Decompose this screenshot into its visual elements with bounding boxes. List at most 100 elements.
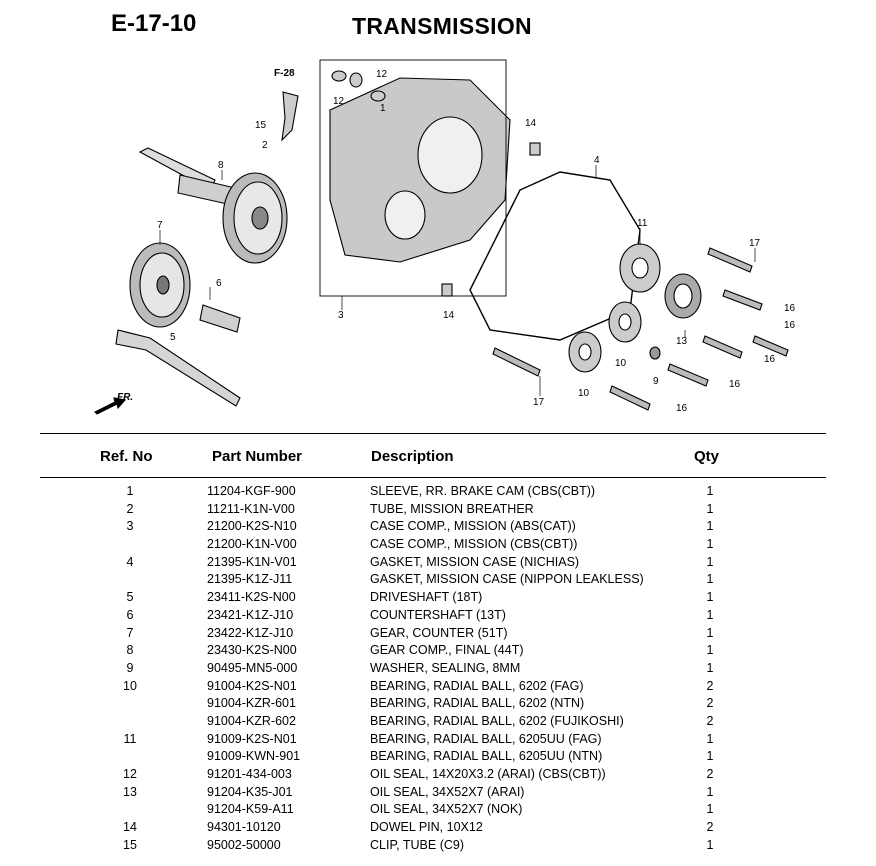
- part-number-cell: 21395-K1Z-J11: [207, 572, 293, 587]
- qty-cell: 1: [706, 660, 714, 675]
- description-cell: GEAR, COUNTER (51T): [370, 625, 508, 640]
- svg-text:12: 12: [333, 96, 345, 107]
- svg-text:12: 12: [376, 69, 388, 80]
- description-cell: CASE COMP., MISSION (CBS(CBT)): [370, 537, 578, 552]
- part-number-cell: 91204-K59-A11: [207, 802, 294, 817]
- ref-cell: 7: [126, 625, 134, 640]
- description-cell: GEAR COMP., FINAL (44T): [370, 643, 524, 658]
- svg-text:1: 1: [380, 103, 386, 114]
- table-row: 3 21200-K2S-N10 CASE COMP., MISSION (ABS(C…: [0, 518, 876, 536]
- qty-cell: 1: [706, 572, 714, 587]
- table-row: 91009-KWN-901 BEARING, RADIAL BALL, 6205U…: [0, 748, 876, 766]
- part-number-cell: 21200-K2S-N10: [207, 519, 297, 534]
- description-cell: OIL SEAL, 34X52X7 (NOK): [370, 802, 523, 817]
- description-cell: BEARING, RADIAL BALL, 6205UU (NTN): [370, 749, 603, 764]
- svg-text:16: 16: [784, 320, 796, 331]
- svg-text:16: 16: [764, 354, 776, 365]
- page-title: TRANSMISSION: [352, 13, 532, 39]
- svg-text:15: 15: [255, 120, 267, 131]
- svg-text:10: 10: [615, 358, 627, 369]
- bolt-illustrations: [492, 247, 789, 411]
- part-number-cell: 95002-50000: [207, 837, 281, 852]
- qty-cell: 2: [706, 678, 714, 693]
- svg-text:14: 14: [525, 118, 537, 129]
- description-cell: CLIP, TUBE (C9): [370, 837, 465, 852]
- svg-text:13: 13: [676, 336, 688, 347]
- svg-text:6: 6: [216, 278, 222, 289]
- part-number-cell: 91004-K2S-N01: [207, 678, 297, 693]
- ref-cell: 1: [126, 484, 134, 498]
- part-number-cell: 23411-K2S-N00: [207, 590, 296, 605]
- part-number-cell: 21395-K1N-V01: [207, 554, 297, 569]
- svg-text:14: 14: [443, 310, 455, 321]
- qty-cell: 1: [706, 501, 714, 516]
- qty-cell: 2: [706, 820, 714, 835]
- table-row: 91004-KZR-601 BEARING, RADIAL BALL, 6202 …: [0, 695, 876, 713]
- ref-cell: 13: [123, 784, 137, 799]
- svg-text:10: 10: [578, 388, 590, 399]
- description-cell: BEARING, RADIAL BALL, 6202 (NTN): [370, 696, 585, 711]
- description-cell: BEARING, RADIAL BALL, 6205UU (FAG): [370, 731, 602, 746]
- qty-cell: 1: [706, 625, 714, 640]
- part-number-cell: 91009-K2S-N01: [207, 731, 297, 746]
- table-header-rule: [40, 477, 826, 478]
- qty-cell: 1: [706, 731, 714, 746]
- qty-cell: 1: [706, 590, 714, 605]
- table-top-rule: [40, 433, 826, 434]
- qty-cell: 1: [706, 784, 714, 799]
- part-number-cell: 91009-KWN-901: [207, 749, 301, 764]
- svg-text:7: 7: [157, 220, 163, 231]
- part-number-cell: 91004-KZR-601: [207, 696, 296, 711]
- part-number-cell: 90495-MN5-000: [207, 660, 298, 675]
- header-qty: Qty: [694, 448, 720, 465]
- ref-cell: 15: [123, 837, 137, 852]
- bearing-illustrations: [568, 243, 702, 373]
- driveshaft-illustration: [115, 329, 241, 407]
- qty-cell: 1: [706, 749, 714, 764]
- svg-text:2: 2: [262, 140, 268, 151]
- svg-text:4: 4: [594, 155, 600, 166]
- part-number-cell: 23421-K1Z-J10: [207, 607, 294, 622]
- svg-text:5: 5: [170, 332, 176, 343]
- exploded-parts-diagram: F-28 15 2 12 12 1 3 4 5 6 7 8 9 10 10 11…: [94, 59, 796, 415]
- svg-text:17: 17: [749, 238, 761, 249]
- svg-text:16: 16: [784, 303, 796, 314]
- qty-cell: 1: [706, 537, 714, 552]
- table-row: 21395-K1Z-J11 GASKET, MISSION CASE (NIPPO…: [0, 571, 876, 589]
- svg-text:16: 16: [676, 403, 688, 414]
- description-cell: OIL SEAL, 34X52X7 (ARAI): [370, 784, 525, 799]
- description-cell: CASE COMP., MISSION (ABS(CAT)): [370, 519, 576, 534]
- callout-labels: F-28 15 2 12 12 1 3 4 5 6 7 8 9 10 10 11…: [117, 68, 796, 414]
- svg-text:11: 11: [637, 218, 648, 229]
- qty-cell: 1: [706, 519, 714, 534]
- ref-cell: 2: [126, 501, 134, 516]
- svg-text:16: 16: [729, 379, 741, 390]
- svg-text:F-28: F-28: [274, 68, 295, 79]
- qty-cell: 1: [706, 643, 714, 658]
- ref-cell: 14: [123, 820, 137, 835]
- page-code: E-17-10: [111, 10, 197, 37]
- description-cell: GASKET, MISSION CASE (NIPPON LEAKLESS): [370, 572, 644, 587]
- qty-cell: 1: [706, 802, 714, 817]
- part-number-cell: 11204-KGF-900: [207, 484, 296, 498]
- ref-cell: 3: [126, 519, 134, 534]
- ref-cell: 10: [123, 678, 137, 693]
- part-number-cell: 91004-KZR-602: [207, 713, 296, 728]
- description-cell: GASKET, MISSION CASE (NICHIAS): [370, 554, 580, 569]
- qty-cell: 2: [706, 696, 714, 711]
- ref-cell: 8: [126, 643, 134, 658]
- front-direction-arrow: [94, 397, 127, 415]
- svg-text:3: 3: [338, 310, 344, 321]
